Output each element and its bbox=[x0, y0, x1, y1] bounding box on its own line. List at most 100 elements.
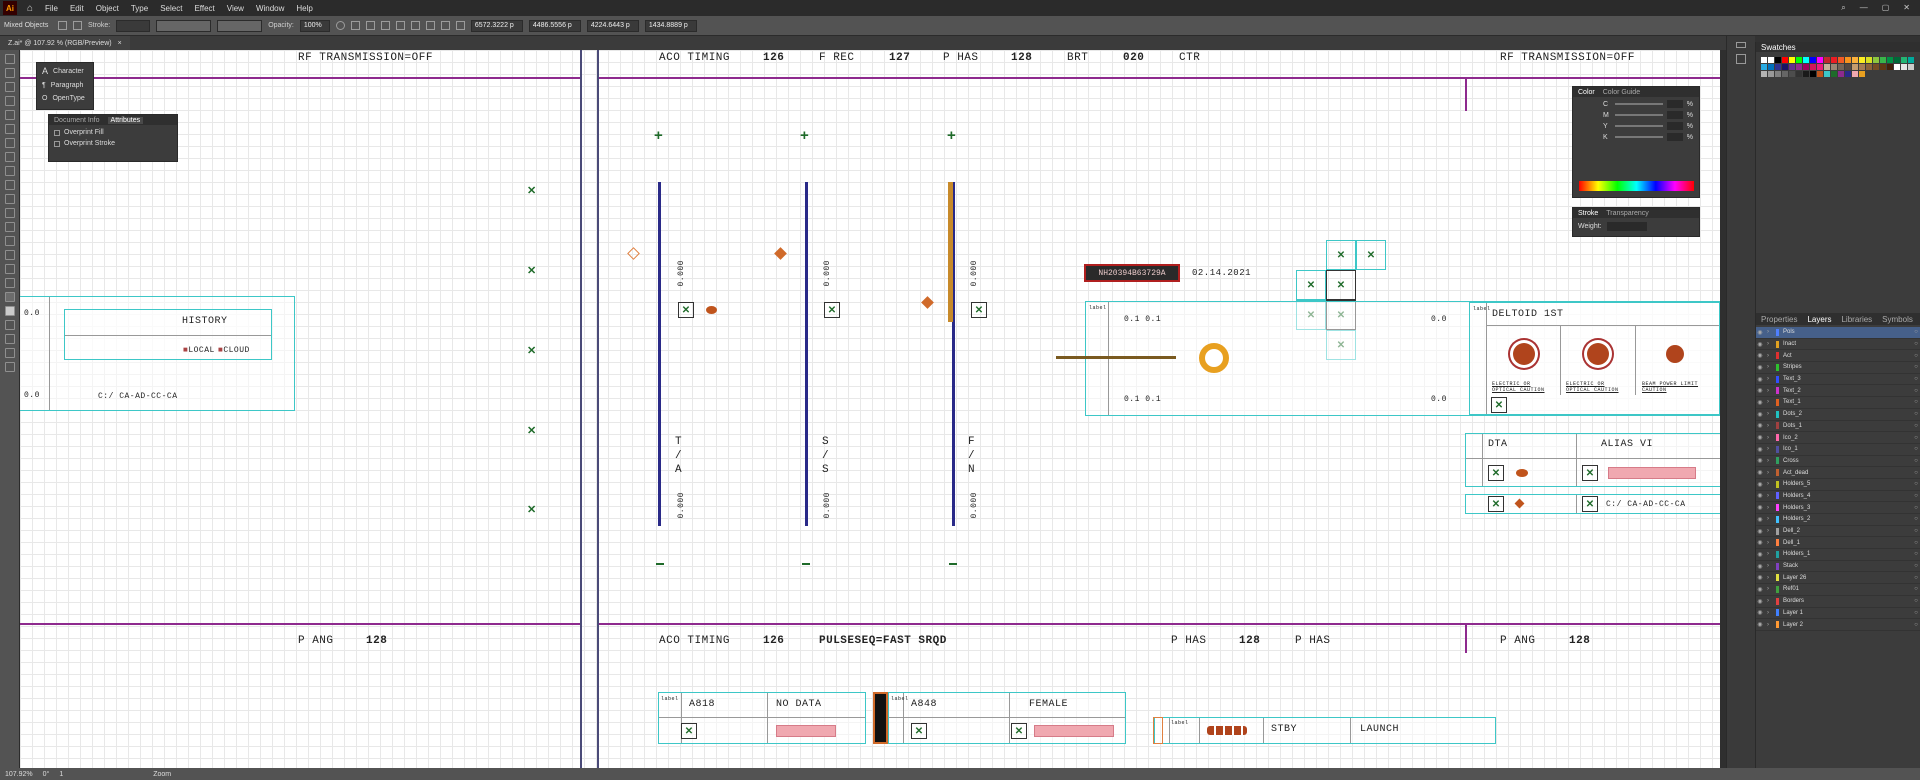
swatch[interactable] bbox=[1900, 63, 1907, 70]
expand-chevron-icon[interactable]: › bbox=[1767, 528, 1769, 535]
swatch[interactable] bbox=[1802, 70, 1809, 77]
target-icon[interactable]: ○ bbox=[1914, 411, 1918, 418]
close-icon[interactable]: ✕ bbox=[1903, 3, 1910, 12]
target-icon[interactable]: ○ bbox=[1914, 598, 1918, 605]
layer-row[interactable]: ◉›Holders_2○ bbox=[1756, 514, 1920, 526]
swatch[interactable] bbox=[1816, 70, 1823, 77]
expand-chevron-icon[interactable]: › bbox=[1767, 329, 1769, 336]
visibility-eye-icon[interactable]: ◉ bbox=[1757, 399, 1763, 406]
visibility-eye-icon[interactable]: ◉ bbox=[1757, 598, 1763, 605]
expand-chevron-icon[interactable]: › bbox=[1767, 563, 1769, 570]
minimize-icon[interactable]: — bbox=[1859, 3, 1868, 12]
swatch[interactable] bbox=[1872, 56, 1879, 63]
k-slider[interactable] bbox=[1615, 136, 1663, 138]
swatch[interactable] bbox=[1774, 70, 1781, 77]
swatch[interactable] bbox=[1795, 56, 1802, 63]
align-center-icon[interactable] bbox=[365, 21, 375, 30]
layer-row[interactable]: ◉›Holders_5○ bbox=[1756, 479, 1920, 491]
home-icon[interactable]: ⌂ bbox=[27, 2, 34, 14]
swatch[interactable] bbox=[1837, 56, 1844, 63]
c-slider[interactable] bbox=[1615, 103, 1663, 105]
visibility-eye-icon[interactable]: ◉ bbox=[1757, 540, 1763, 547]
swatch[interactable] bbox=[1851, 63, 1858, 70]
target-icon[interactable]: ○ bbox=[1914, 563, 1918, 570]
target-icon[interactable]: ○ bbox=[1914, 457, 1918, 464]
visibility-eye-icon[interactable]: ◉ bbox=[1757, 329, 1763, 336]
visibility-eye-icon[interactable]: ◉ bbox=[1757, 493, 1763, 500]
swatches-grid[interactable] bbox=[1756, 52, 1920, 81]
swatch[interactable] bbox=[1809, 70, 1816, 77]
y-slider[interactable] bbox=[1615, 125, 1663, 127]
target-icon[interactable]: ○ bbox=[1914, 504, 1918, 511]
visibility-eye-icon[interactable]: ◉ bbox=[1757, 505, 1763, 512]
menu-view[interactable]: View bbox=[226, 3, 244, 13]
swatch[interactable] bbox=[1823, 63, 1830, 70]
swatch[interactable] bbox=[1816, 56, 1823, 63]
swatch[interactable] bbox=[1788, 63, 1795, 70]
visibility-eye-icon[interactable]: ◉ bbox=[1757, 341, 1763, 348]
stroke-swatch-icon[interactable] bbox=[73, 21, 82, 30]
expand-chevron-icon[interactable]: › bbox=[1767, 469, 1769, 476]
target-icon[interactable]: ○ bbox=[1914, 341, 1918, 348]
width-tool-icon[interactable] bbox=[4, 180, 15, 190]
swatch[interactable] bbox=[1872, 63, 1879, 70]
color-tab[interactable]: Color bbox=[1578, 88, 1595, 96]
color-guide-tab[interactable]: Color Guide bbox=[1602, 88, 1641, 96]
artboard-tool-icon[interactable] bbox=[4, 264, 15, 274]
layer-row[interactable]: ◉›Layer 26○ bbox=[1756, 572, 1920, 585]
target-icon[interactable]: ○ bbox=[1914, 551, 1918, 558]
overprint-fill-option[interactable]: Overprint Fill bbox=[49, 125, 177, 140]
visibility-eye-icon[interactable]: ◉ bbox=[1757, 551, 1763, 558]
swatch[interactable] bbox=[1795, 63, 1802, 70]
expand-chevron-icon[interactable]: › bbox=[1767, 446, 1769, 453]
libraries-tab[interactable]: Libraries bbox=[1841, 314, 1873, 324]
layer-row[interactable]: ◉›Dell_1○ bbox=[1756, 537, 1920, 550]
layer-row[interactable]: ◉›Ref01○ bbox=[1756, 584, 1920, 596]
swatch[interactable] bbox=[1781, 70, 1788, 77]
k-field[interactable] bbox=[1666, 133, 1683, 141]
target-icon[interactable]: ○ bbox=[1914, 481, 1918, 488]
c-field[interactable] bbox=[1666, 100, 1683, 108]
visibility-eye-icon[interactable]: ◉ bbox=[1757, 481, 1763, 488]
visibility-eye-icon[interactable]: ◉ bbox=[1757, 353, 1763, 360]
menu-object[interactable]: Object bbox=[95, 3, 119, 13]
swatch[interactable] bbox=[1760, 70, 1767, 77]
layer-row[interactable]: ◉›Text_1○ bbox=[1756, 397, 1920, 409]
color-mode-icon[interactable] bbox=[4, 320, 15, 330]
swatch[interactable] bbox=[1816, 63, 1823, 70]
menu-edit[interactable]: Edit bbox=[69, 3, 84, 13]
swatch[interactable] bbox=[1851, 56, 1858, 63]
target-icon[interactable]: ○ bbox=[1914, 434, 1918, 441]
menu-help[interactable]: Help bbox=[296, 3, 313, 13]
swatch[interactable] bbox=[1865, 56, 1872, 63]
expand-chevron-icon[interactable]: › bbox=[1767, 586, 1769, 593]
swatch[interactable] bbox=[1802, 63, 1809, 70]
target-icon[interactable]: ○ bbox=[1914, 364, 1918, 371]
expand-chevron-icon[interactable]: › bbox=[1767, 516, 1769, 523]
menu-file[interactable]: File bbox=[45, 3, 58, 13]
recolor-icon[interactable] bbox=[335, 21, 345, 30]
rotate-tool-icon[interactable] bbox=[4, 152, 15, 162]
stby-label[interactable]: STBY bbox=[1271, 724, 1298, 735]
swatch[interactable] bbox=[1844, 63, 1851, 70]
visibility-eye-icon[interactable]: ◉ bbox=[1757, 586, 1763, 593]
visibility-eye-icon[interactable]: ◉ bbox=[1757, 516, 1763, 523]
visibility-eye-icon[interactable]: ◉ bbox=[1757, 575, 1763, 582]
swatch[interactable] bbox=[1886, 63, 1893, 70]
target-icon[interactable]: ○ bbox=[1914, 609, 1918, 616]
overprint-stroke-option[interactable]: Overprint Stroke bbox=[49, 140, 177, 147]
align-left-icon[interactable] bbox=[350, 21, 360, 30]
overprint-stroke-checkbox[interactable] bbox=[54, 140, 60, 147]
layer-row[interactable]: ◉›Pols○ bbox=[1756, 327, 1920, 339]
visibility-eye-icon[interactable]: ◉ bbox=[1757, 528, 1763, 535]
distribute-icon[interactable] bbox=[440, 21, 450, 30]
hand-tool-icon[interactable] bbox=[4, 278, 15, 288]
target-icon[interactable]: ○ bbox=[1914, 399, 1918, 406]
swatch[interactable] bbox=[1823, 56, 1830, 63]
swatch[interactable] bbox=[1774, 56, 1781, 63]
menu-effect[interactable]: Effect bbox=[194, 3, 215, 13]
screen-mode-icon[interactable] bbox=[4, 348, 15, 358]
x-field[interactable]: 6572.3222 p bbox=[470, 19, 523, 32]
transparency-tab[interactable]: Transparency bbox=[1606, 209, 1649, 217]
expand-chevron-icon[interactable]: › bbox=[1767, 598, 1769, 605]
